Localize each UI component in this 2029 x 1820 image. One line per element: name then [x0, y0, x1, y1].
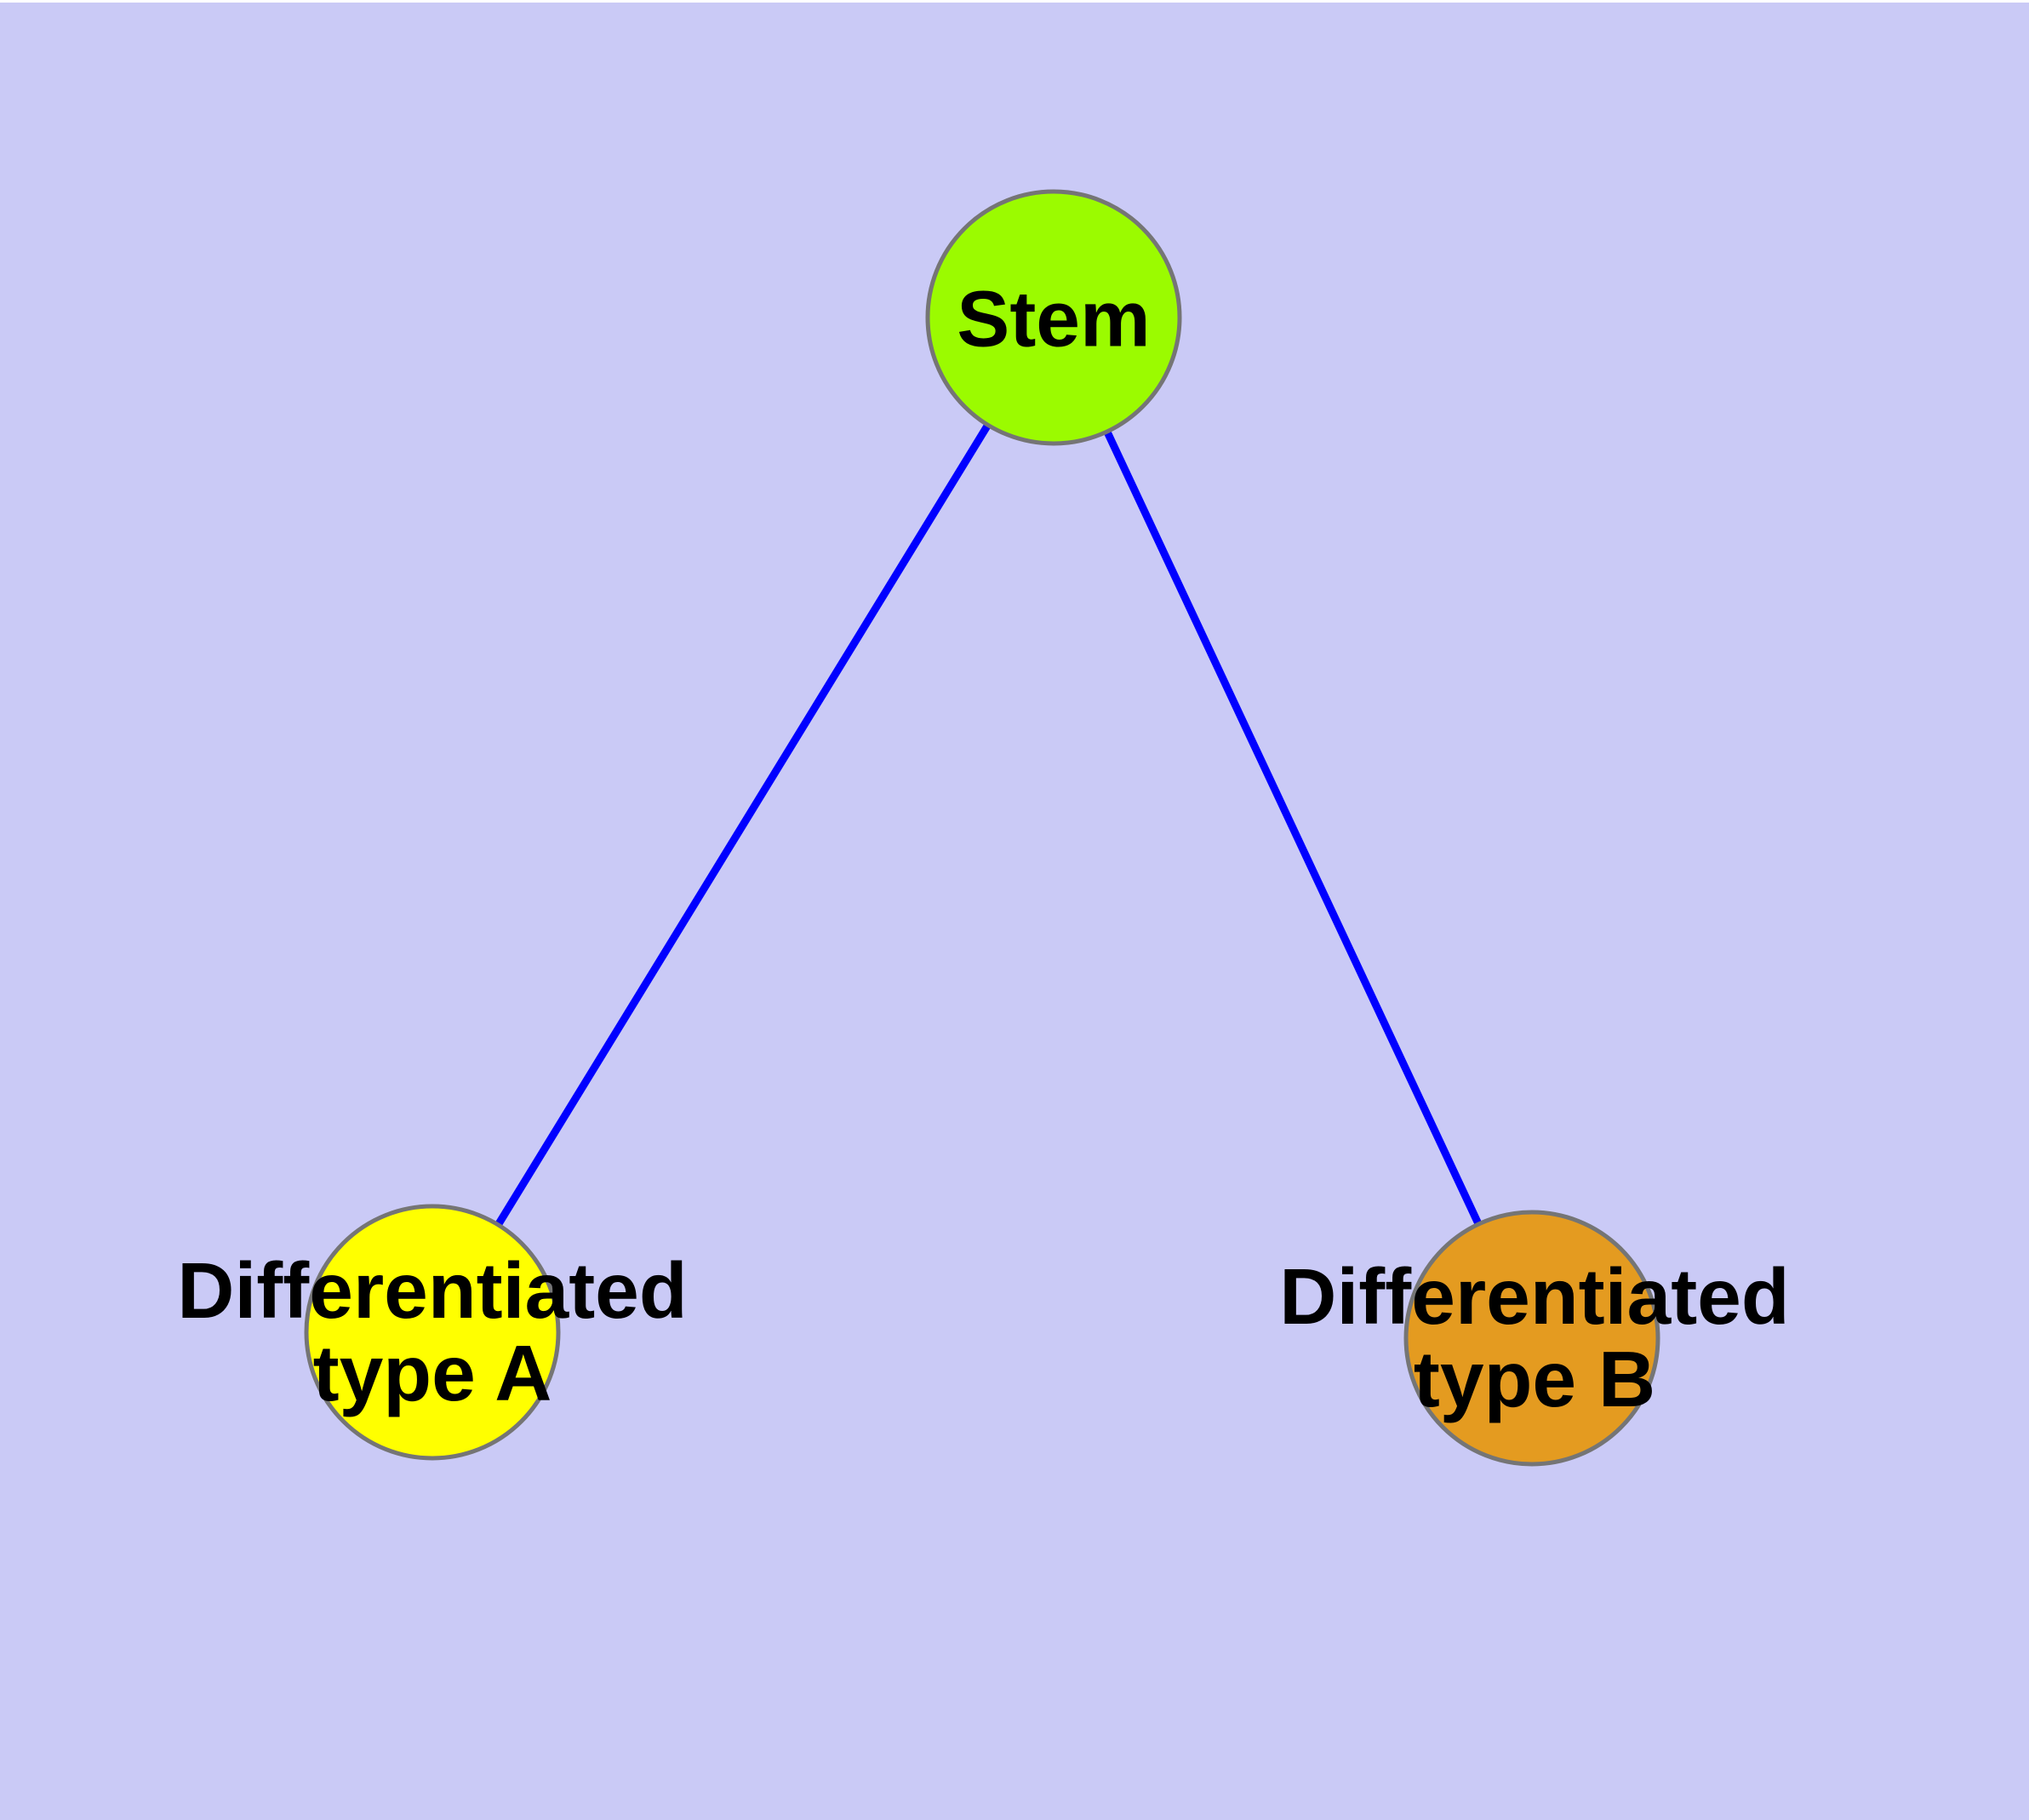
node-differentiated-type-a — [304, 1204, 561, 1461]
node-differentiated-type-b — [1403, 1210, 1660, 1467]
edge-stem-to-type-b — [1049, 316, 1536, 1340]
node-stem — [925, 189, 1182, 446]
edge-stem-to-type-a — [429, 315, 1057, 1335]
